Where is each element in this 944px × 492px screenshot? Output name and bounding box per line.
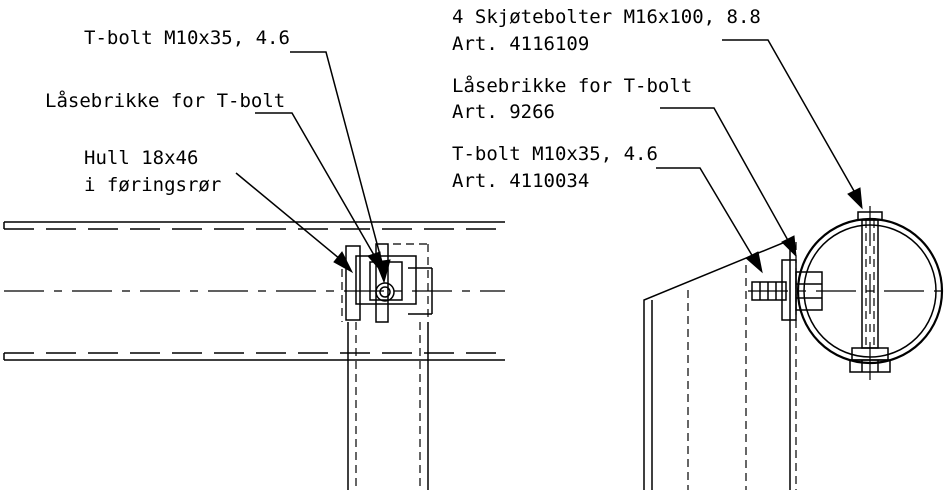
right-post	[643, 238, 797, 490]
left-tbolt-label: T-bolt M10x35, 4.6	[84, 27, 290, 49]
right-view: 4 Skjøtebolter M16x100, 8.8 Art. 4116109…	[452, 6, 944, 490]
right-tbolt-arrowhead	[745, 251, 763, 274]
bolt-assembly	[341, 243, 433, 323]
right-joint-label-line1: 4 Skjøtebolter M16x100, 8.8	[452, 6, 761, 28]
left-hole-arrowhead	[333, 251, 354, 274]
right-washer-label-line1: Låsebrikke for T-bolt	[452, 74, 692, 97]
right-tbolt-label-line1: T-bolt M10x35, 4.6	[452, 143, 658, 165]
guide-rail	[3, 221, 505, 361]
right-washer-label-line2: Art. 9266	[452, 101, 555, 123]
left-leaders	[235, 51, 391, 284]
left-hole-label-line2: i føringsrør	[84, 174, 221, 196]
right-washer-arrowhead	[781, 235, 797, 258]
left-washer-arrowhead	[367, 251, 383, 274]
right-joint-arrowhead	[847, 187, 863, 210]
left-washer-label: Låsebrikke for T-bolt	[45, 89, 285, 112]
right-pipe	[796, 206, 944, 380]
right-tbolt	[751, 259, 823, 321]
right-leaders	[656, 39, 863, 274]
right-tbolt-label-line2: Art. 4110034	[452, 170, 589, 192]
post	[347, 322, 429, 490]
left-view: T-bolt M10x35, 4.6 Låsebrikke for T-bolt…	[3, 27, 505, 490]
right-joint-label-line2: Art. 4116109	[452, 33, 589, 55]
left-hole-label-line1: Hull 18x46	[84, 147, 198, 169]
